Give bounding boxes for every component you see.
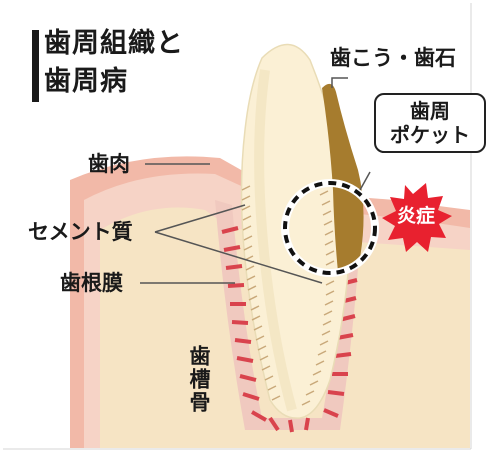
cementum-left — [241, 185, 281, 401]
pdl-label: 歯根膜 — [60, 271, 123, 295]
inflammation-burst — [382, 183, 452, 252]
pocket-label-line1: 歯周 — [410, 99, 450, 123]
pocket-label-box: 歯周 ポケット — [374, 93, 486, 153]
ligament-stripes — [221, 226, 358, 433]
inflammation-label: 炎症 — [397, 205, 436, 227]
tartar-label: 歯こう・歯石 — [330, 46, 456, 70]
leader-lines — [140, 77, 371, 284]
pocket-circle-dash — [283, 181, 377, 275]
cementum-right — [301, 190, 335, 406]
gum-label: 歯肉 — [88, 152, 130, 176]
bone-label: 歯槽骨 — [187, 345, 211, 414]
tartar-deposit — [322, 83, 364, 273]
tooth-shade — [254, 69, 297, 412]
cementum-label: セメント質 — [28, 220, 133, 244]
title-line-2: 歯周病 — [44, 66, 128, 97]
title-bar-accent — [32, 30, 39, 102]
title-line-1: 歯周組織と — [44, 28, 184, 59]
ligament-band — [215, 200, 360, 430]
pocket-label-line2: ポケット — [390, 123, 470, 147]
